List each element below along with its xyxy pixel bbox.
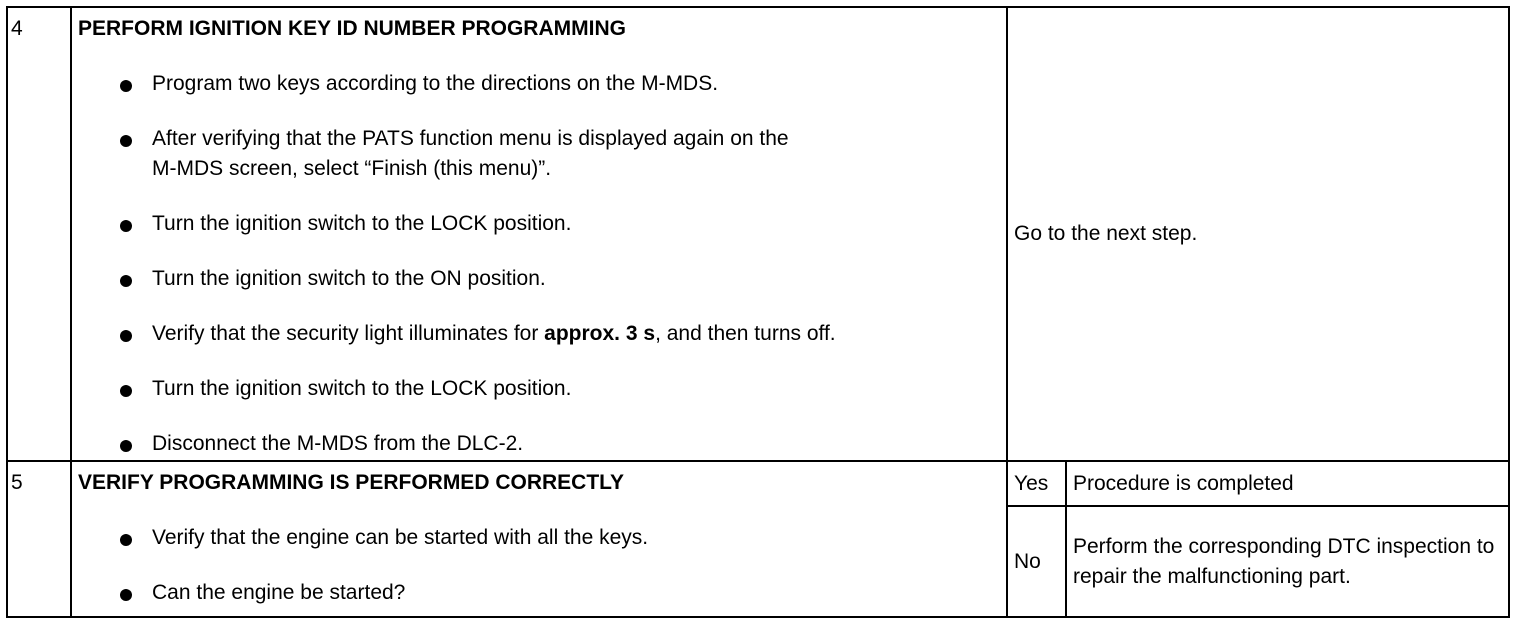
- bullet-text: Turn the ignition switch to the LOCK pos…: [152, 212, 572, 235]
- bullet-text-bold: approx. 3 s: [544, 322, 656, 345]
- list-item: Program two keys according to the direct…: [72, 69, 1006, 99]
- result-label: No: [1014, 549, 1041, 573]
- bullet-icon: [120, 330, 132, 342]
- result-row-no: No Perform the corresponding DTC inspect…: [1008, 506, 1508, 616]
- step-results: Yes Procedure is completed No Perform th…: [1006, 460, 1510, 618]
- procedure-table: 4 PERFORM IGNITION KEY ID NUMBER PROGRAM…: [6, 6, 1510, 618]
- list-item: Turn the ignition switch to the LOCK pos…: [72, 209, 1006, 239]
- list-item: Disconnect the M-MDS from the DLC-2.: [72, 429, 1006, 459]
- bullet-text: Can the engine be started?: [152, 581, 406, 604]
- step-title: PERFORM IGNITION KEY ID NUMBER PROGRAMMI…: [78, 17, 626, 40]
- bullet-text: Program two keys according to the direct…: [152, 72, 719, 95]
- bullet-icon: [120, 275, 132, 287]
- bullet-text: After verifying that the PATS function m…: [152, 127, 789, 150]
- list-item: Can the engine be started?: [72, 578, 1006, 608]
- step-title: VERIFY PROGRAMMING IS PERFORMED CORRECTL…: [78, 471, 625, 494]
- bullet-icon: [120, 440, 132, 452]
- step-row-4: 4 PERFORM IGNITION KEY ID NUMBER PROGRAM…: [6, 6, 1510, 462]
- result-text: Procedure is completed: [1065, 462, 1508, 507]
- bullet-text-pre: Verify that the security light illuminat…: [152, 322, 545, 345]
- bullet-text-post: , and then turns off.: [655, 322, 836, 345]
- list-item: Turn the ignition switch to the ON posit…: [72, 264, 1006, 294]
- step-action: Go to the next step.: [1006, 6, 1510, 462]
- list-item: Turn the ignition switch to the LOCK pos…: [72, 374, 1006, 404]
- results-table: Yes Procedure is completed No Perform th…: [1008, 462, 1508, 616]
- bullet-icon: [120, 80, 132, 92]
- bullet-icon: [120, 534, 132, 546]
- bullet-icon: [120, 385, 132, 397]
- list-item: Verify that the engine can be started wi…: [72, 523, 1006, 553]
- list-item: After verifying that the PATS function m…: [72, 124, 1006, 184]
- step-number: 5: [6, 460, 72, 618]
- bullet-text: Disconnect the M-MDS from the DLC-2.: [152, 432, 524, 455]
- bullet-list: Verify that the engine can be started wi…: [72, 523, 1006, 608]
- step-content: VERIFY PROGRAMMING IS PERFORMED CORRECTL…: [70, 460, 1008, 618]
- step-number: 4: [6, 6, 72, 462]
- result-row-yes: Yes Procedure is completed: [1008, 462, 1508, 507]
- step-content: PERFORM IGNITION KEY ID NUMBER PROGRAMMI…: [70, 6, 1008, 462]
- result-label: Yes: [1008, 462, 1066, 507]
- bullet-text: Turn the ignition switch to the LOCK pos…: [152, 377, 572, 400]
- step-row-5: 5 VERIFY PROGRAMMING IS PERFORMED CORREC…: [6, 460, 1510, 618]
- bullet-list: Program two keys according to the direct…: [72, 69, 1006, 459]
- list-item: Verify that the security light illuminat…: [72, 319, 1006, 349]
- bullet-icon: [120, 220, 132, 232]
- bullet-icon: [120, 135, 132, 147]
- bullet-text: Verify that the engine can be started wi…: [152, 526, 649, 549]
- bullet-icon: [120, 589, 132, 601]
- result-text: Perform the corresponding DTC inspection…: [1065, 506, 1508, 616]
- bullet-text-line2: M-MDS screen, select “Finish (this menu)…: [152, 157, 552, 180]
- bullet-text: Turn the ignition switch to the ON posit…: [152, 267, 546, 290]
